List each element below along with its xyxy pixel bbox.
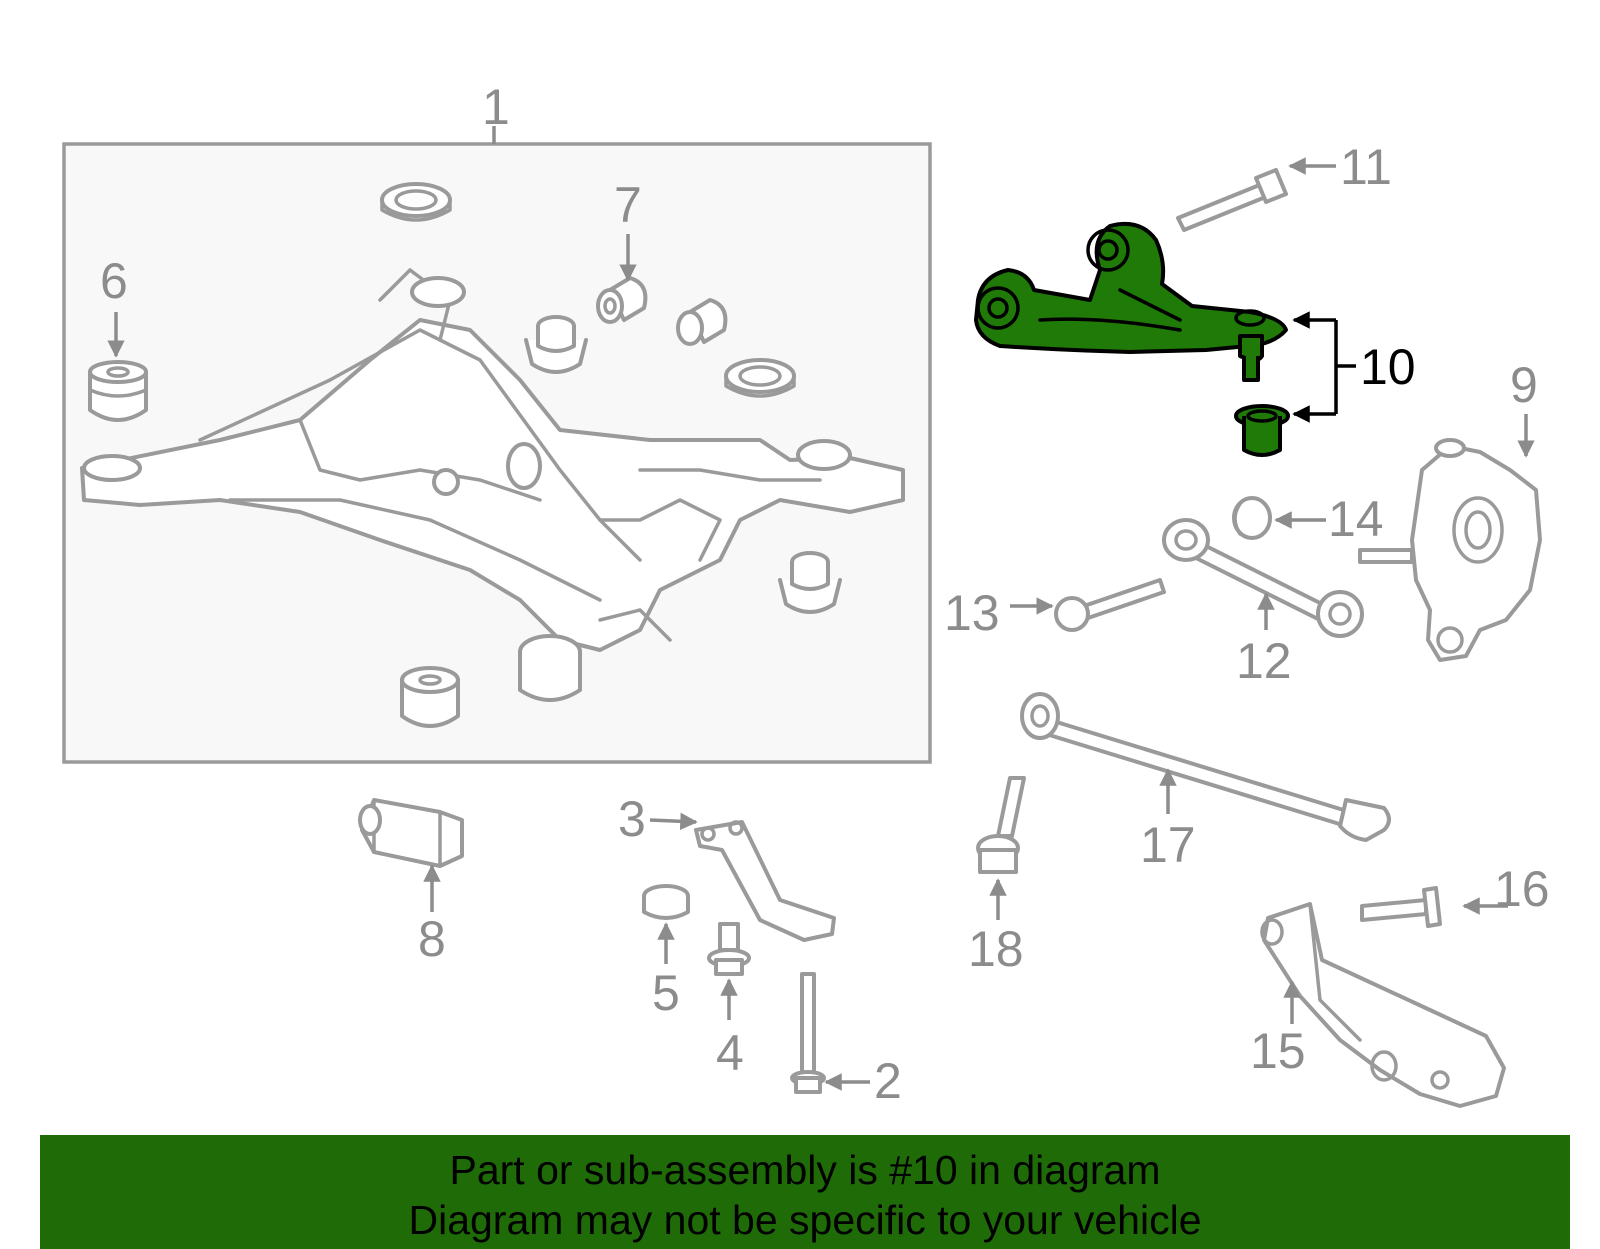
callout-14: 14 — [1328, 491, 1384, 547]
callout-17: 17 — [1140, 817, 1196, 873]
callout-8: 8 — [418, 911, 446, 967]
callout-18: 18 — [968, 921, 1024, 977]
callout-15: 15 — [1250, 1023, 1306, 1079]
bolt-16 — [1360, 886, 1442, 928]
knuckle-9 — [1358, 438, 1542, 662]
info-banner: Part or sub-assembly is #10 in diagram D… — [40, 1135, 1570, 1249]
callout-2: 2 — [874, 1053, 902, 1109]
callout-10: 10 — [1360, 339, 1416, 395]
mount-washer-top — [380, 182, 452, 222]
link-12 — [1162, 518, 1364, 638]
callout-12: 12 — [1236, 633, 1292, 689]
callout-13: 13 — [944, 585, 1000, 641]
banner-line-2: Diagram may not be specific to your vehi… — [408, 1197, 1202, 1243]
bushing-14 — [1232, 496, 1272, 540]
banner-line-1: Part or sub-assembly is #10 in diagram — [449, 1147, 1161, 1193]
bushing-6 — [88, 360, 148, 422]
callout-7: 7 — [614, 177, 642, 233]
subframe-assembly — [62, 126, 932, 764]
callout-9: 9 — [1510, 357, 1538, 413]
mount-bushing-b — [778, 551, 842, 614]
callout-5: 5 — [652, 965, 680, 1021]
bracket-3 — [694, 820, 836, 942]
bolt-2 — [790, 972, 826, 1094]
bolt-18 — [976, 776, 1026, 874]
bushing-7b — [676, 298, 728, 346]
bolt-4 — [707, 922, 751, 976]
bolt-13 — [1054, 578, 1166, 632]
callout-16: 16 — [1494, 861, 1550, 917]
mount-washer-right — [724, 358, 796, 398]
callout-4: 4 — [716, 1025, 744, 1081]
callout-1: 1 — [482, 79, 510, 135]
callout-3: 3 — [618, 791, 646, 847]
trailing-arm-15 — [1260, 902, 1506, 1108]
upper-control-arm-10 — [974, 221, 1290, 457]
mount-8 — [358, 798, 464, 868]
callout-11: 11 — [1340, 139, 1392, 195]
callout-6: 6 — [100, 253, 128, 309]
bolt-11 — [1176, 168, 1288, 232]
mount-bushing-a — [524, 315, 588, 374]
washer-5 — [642, 884, 690, 920]
bushing-7 — [596, 276, 648, 324]
mount-bushing-c — [400, 666, 460, 728]
link-17 — [1020, 692, 1391, 842]
